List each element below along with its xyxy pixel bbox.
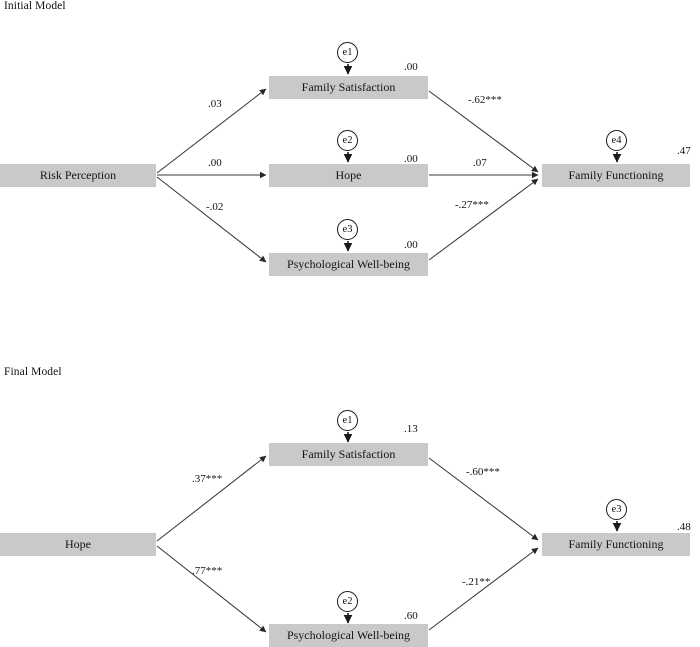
rsq-family-functioning-initial: .47 [677,145,691,157]
error-term-e4-initial: e4 [606,130,627,151]
node-hope-final[interactable]: Hope [0,533,156,556]
initial-model-title: Initial Model [4,0,66,12]
edge-risk-to-wellbeing [156,176,267,263]
edge-hope-to-wellbeing-final [156,545,267,633]
coef-risk-to-wellbeing: -.02 [206,201,224,213]
rsq-psychological-wellbeing-initial: .00 [404,239,418,251]
node-hope-initial[interactable]: Hope [269,164,428,187]
coef-risk-to-family-satisfaction: .03 [208,98,222,110]
node-family-functioning-final[interactable]: Family Functioning [542,533,690,556]
node-psychological-wellbeing-initial[interactable]: Psychological Well-being [269,253,428,276]
coef-wellbeing-to-functioning-final: -.21** [462,576,491,588]
edge-hope-to-family-satisfaction-final [156,455,267,542]
rsq-psychological-wellbeing-final: .60 [404,610,418,622]
coef-hope-to-wellbeing-final: .77*** [192,565,223,577]
rsq-family-satisfaction-initial: .00 [404,61,418,73]
error-term-e2-initial: e2 [337,130,358,151]
final-model-title: Final Model [4,366,62,378]
error-term-e3-initial: e3 [337,219,358,240]
node-psychological-wellbeing-final[interactable]: Psychological Well-being [269,624,428,647]
coef-family-satisfaction-to-functioning-final: -.60*** [466,466,500,478]
coef-risk-to-hope: .00 [208,157,222,169]
node-family-satisfaction-final[interactable]: Family Satisfaction [269,443,428,466]
node-family-functioning-initial[interactable]: Family Functioning [542,164,690,187]
rsq-hope-initial: .00 [404,153,418,165]
error-term-e3-final: e3 [606,499,627,520]
node-risk-perception[interactable]: Risk Perception [0,164,156,187]
node-family-satisfaction-initial[interactable]: Family Satisfaction [269,76,428,99]
error-term-e1-final: e1 [337,410,358,431]
coef-family-satisfaction-to-functioning: -.62*** [468,94,502,106]
edge-wellbeing-to-functioning-final [428,547,539,631]
edge-wellbeing-to-functioning [428,178,539,261]
rsq-family-satisfaction-final: .13 [404,423,418,435]
coef-wellbeing-to-functioning: -.27*** [455,199,489,211]
error-term-e2-final: e2 [337,591,358,612]
coef-hope-to-functioning: .07 [473,157,487,169]
error-term-e1-initial: e1 [337,42,358,63]
rsq-family-functioning-final: .48 [677,521,691,533]
coef-hope-to-family-satisfaction-final: .37*** [192,473,223,485]
